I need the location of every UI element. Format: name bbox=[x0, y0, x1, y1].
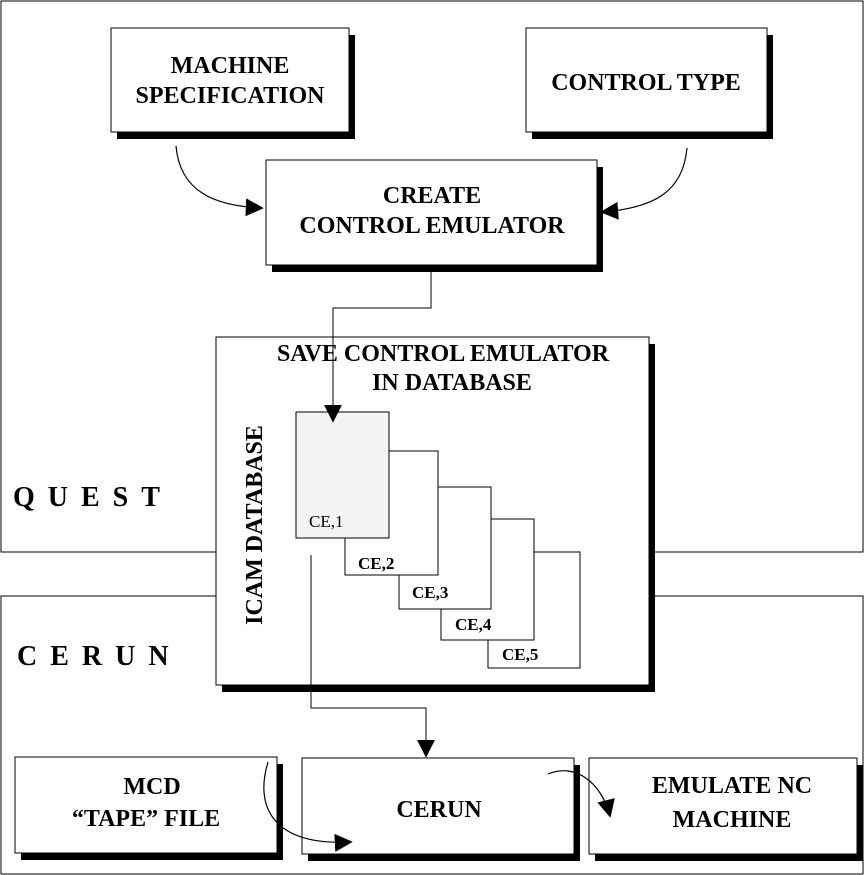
mcd-tape-file-box: MCD “TAPE” FILE bbox=[14, 756, 283, 860]
arrow-create-to-database bbox=[324, 272, 432, 423]
control-emulator-5-label: CE,5 bbox=[502, 645, 538, 664]
emulate-nc-machine-box: EMULATE NC MACHINE bbox=[588, 757, 863, 861]
control-emulator-1: CE,1 bbox=[295, 411, 390, 539]
control-emulator-3-label: CE,3 bbox=[412, 583, 448, 602]
machine-specification-box: MACHINE SPECIFICATION bbox=[110, 27, 355, 139]
mcd-label-line1: MCD bbox=[123, 774, 180, 800]
arrow-cerun-to-emulate bbox=[547, 770, 615, 818]
arrow-mcd-to-cerun bbox=[263, 761, 353, 852]
control-type-label: CONTROL TYPE bbox=[551, 70, 741, 96]
machine-specification-label-line1: MACHINE bbox=[171, 53, 290, 79]
mcd-label-line2: “TAPE” FILE bbox=[72, 806, 220, 832]
create-emulator-label-line1: CREATE bbox=[383, 183, 481, 209]
machine-specification-label-line2: SPECIFICATION bbox=[136, 83, 326, 109]
emulate-label-line1: EMULATE NC bbox=[652, 773, 812, 799]
arrow-spec-to-create bbox=[175, 145, 264, 217]
arrow-control-to-create bbox=[600, 147, 688, 220]
control-emulator-1-label: CE,1 bbox=[309, 512, 343, 531]
control-emulator-stack: CE,5 CE,4 CE,3 CE,2 CE,1 bbox=[295, 411, 581, 669]
cerun-box-label: CERUN bbox=[396, 797, 482, 823]
icam-database-label: ICAM DATABASE bbox=[242, 425, 268, 625]
arrow-database-to-cerun bbox=[310, 555, 435, 758]
create-control-emulator-box: CREATE CONTROL EMULATOR bbox=[265, 159, 603, 272]
control-emulator-4-label: CE,4 bbox=[455, 615, 492, 634]
quest-region-label: QUEST bbox=[13, 482, 173, 513]
control-type-box: CONTROL TYPE bbox=[525, 27, 773, 139]
save-emulator-label-line2: IN DATABASE bbox=[372, 370, 532, 396]
cerun-region-label: CERUN bbox=[17, 641, 182, 672]
create-emulator-label-line2: CONTROL EMULATOR bbox=[299, 213, 565, 239]
emulate-label-line2: MACHINE bbox=[673, 807, 792, 833]
control-emulator-2-label: CE,2 bbox=[358, 554, 394, 573]
save-emulator-label-line1: SAVE CONTROL EMULATOR bbox=[277, 341, 610, 367]
cerun-box: CERUN bbox=[301, 757, 580, 861]
